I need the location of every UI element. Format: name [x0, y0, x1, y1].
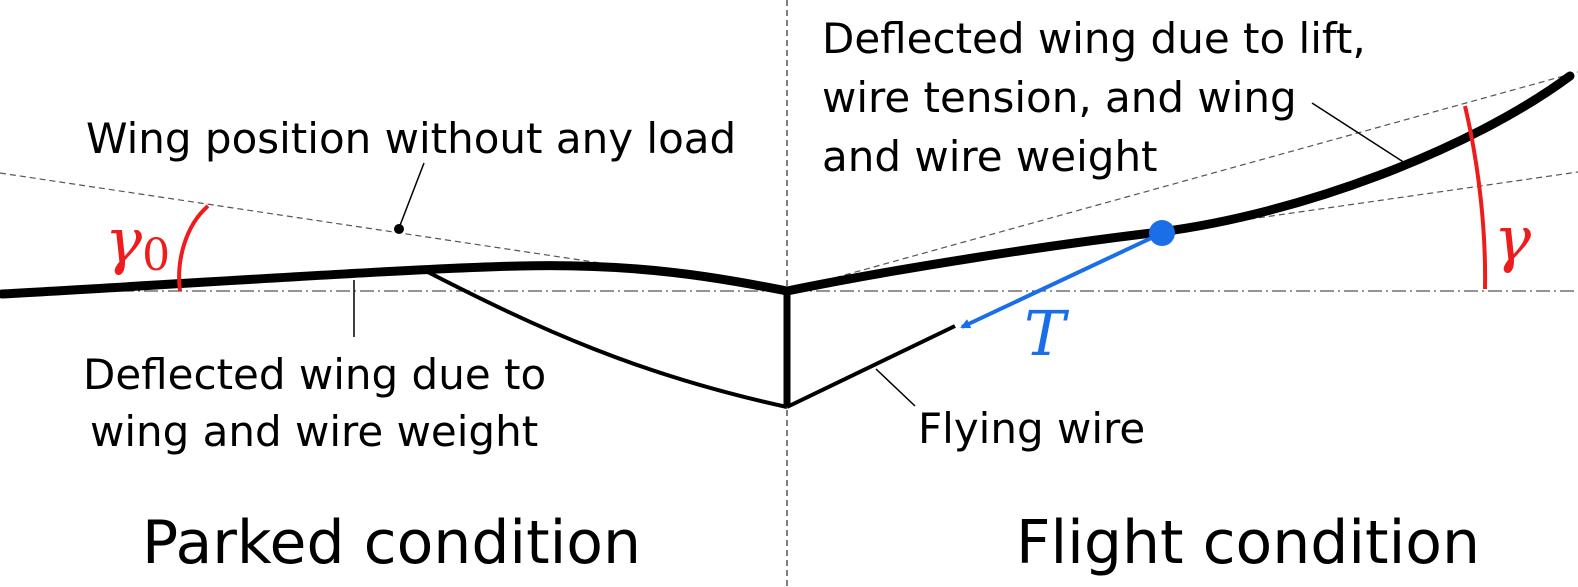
- leader-no-load: [398, 162, 425, 229]
- label-wing-no-load: Wing position without any load: [86, 114, 736, 163]
- angle-arc-gamma: [1463, 105, 1488, 290]
- no-load-wing-line-right: [786, 71, 1578, 292]
- leader-flying-wire: [875, 368, 916, 407]
- parked-wing-curve: [0, 261, 792, 299]
- label-flight-deflected-1: Deflected wing due to lift,: [822, 14, 1366, 63]
- gamma-symbol: γ: [1494, 202, 1532, 275]
- label-flight-deflected-2: wire tension, and wing: [822, 73, 1297, 122]
- gamma-zero-subscript: 0: [142, 230, 170, 281]
- leader-dot-no-load: [394, 224, 404, 234]
- angle-arc-gamma-zero: [177, 204, 210, 292]
- tension-symbol: T: [1024, 297, 1070, 370]
- label-parked-deflected-2: wing and wire weight: [90, 407, 538, 456]
- leader-flight-deflected: [1311, 102, 1406, 164]
- gamma-zero-symbol: γ0: [105, 204, 170, 281]
- tension-arrow: [960, 231, 1163, 329]
- label-flight-deflected-3: and wire weight: [822, 132, 1158, 181]
- parked-slack-wire: [419, 266, 788, 409]
- title-flight-condition: Flight condition: [1016, 508, 1480, 578]
- flying-wire: [786, 324, 956, 409]
- label-parked-deflected-1: Deflected wing due to: [83, 350, 546, 399]
- title-parked-condition: Parked condition: [142, 508, 641, 578]
- gamma-zero-base: γ: [105, 204, 143, 277]
- wire-attachment-point: [1149, 220, 1175, 246]
- label-flying-wire: Flying wire: [918, 404, 1145, 453]
